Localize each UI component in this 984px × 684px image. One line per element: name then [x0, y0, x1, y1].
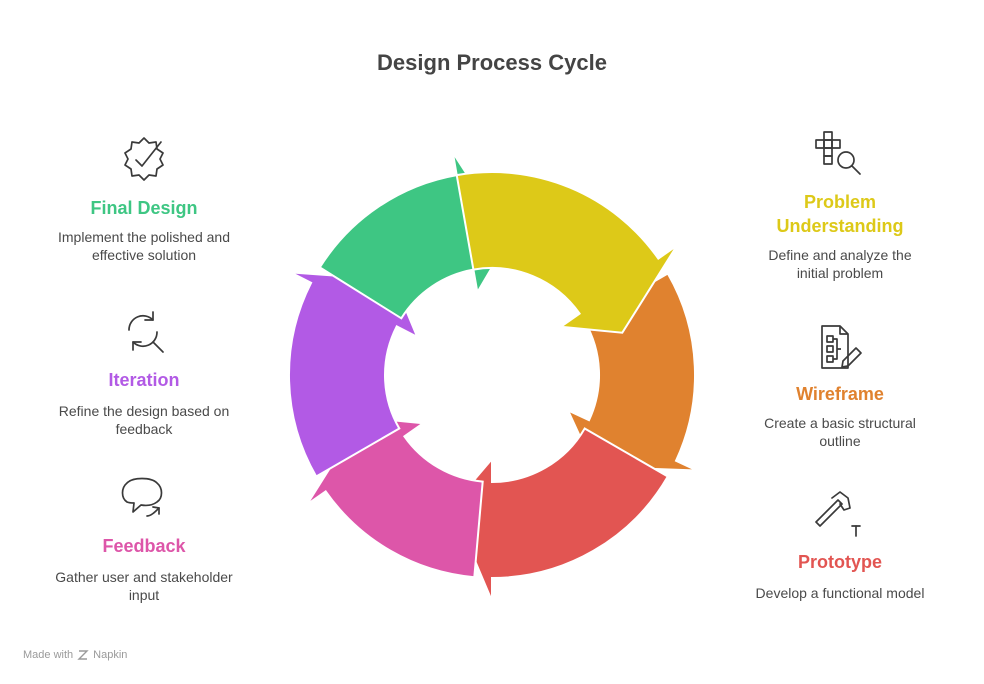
step-label: Prototype: [797, 552, 882, 572]
diagram-title: Design Process Cycle: [377, 50, 607, 75]
napkin-logo-icon: [77, 650, 89, 660]
hammer-nail-icon: [815, 491, 861, 537]
step-description: Create a basic structural outline: [764, 415, 916, 449]
step-description: Develop a functional model: [755, 585, 925, 601]
speech-bubble-reply-icon: [121, 477, 163, 517]
wireframe-search-icon: [815, 131, 861, 175]
step-problem-understanding: Problem Understanding Define and analyze…: [730, 128, 950, 282]
arrow-iteration: [288, 271, 420, 478]
step-final-design: Final Design Implement the polished and …: [34, 134, 254, 264]
arrow-prototype: [450, 427, 670, 602]
step-description: Define and analyze the initial problem: [768, 247, 912, 281]
refresh-search-icon: [128, 311, 164, 353]
step-label: Final Design: [90, 198, 198, 218]
step-description: Implement the polished and effective sol…: [58, 229, 230, 263]
step-label: Iteration: [108, 370, 180, 390]
step-label: Wireframe: [796, 384, 884, 404]
step-prototype: Prototype Develop a functional model: [730, 488, 950, 602]
verified-badge-icon: [124, 137, 164, 181]
document-edit-icon: [821, 325, 862, 369]
step-feedback: Feedback Gather user and stakeholder inp…: [34, 472, 254, 604]
step-description: Gather user and stakeholder input: [55, 569, 233, 603]
step-iteration: Iteration Refine the design based on fee…: [34, 306, 254, 438]
brand-text: Napkin: [93, 649, 128, 661]
footer-credit: Made with Napkin: [23, 649, 127, 661]
step-description: Refine the design based on feedback: [58, 403, 230, 437]
step-label: Feedback: [102, 536, 186, 556]
step-label: Problem Understanding: [776, 192, 904, 236]
made-with-text: Made with: [23, 649, 74, 661]
step-wireframe: Wireframe Create a basic structural outl…: [730, 322, 950, 450]
arrow-problem-understanding: [455, 171, 678, 334]
